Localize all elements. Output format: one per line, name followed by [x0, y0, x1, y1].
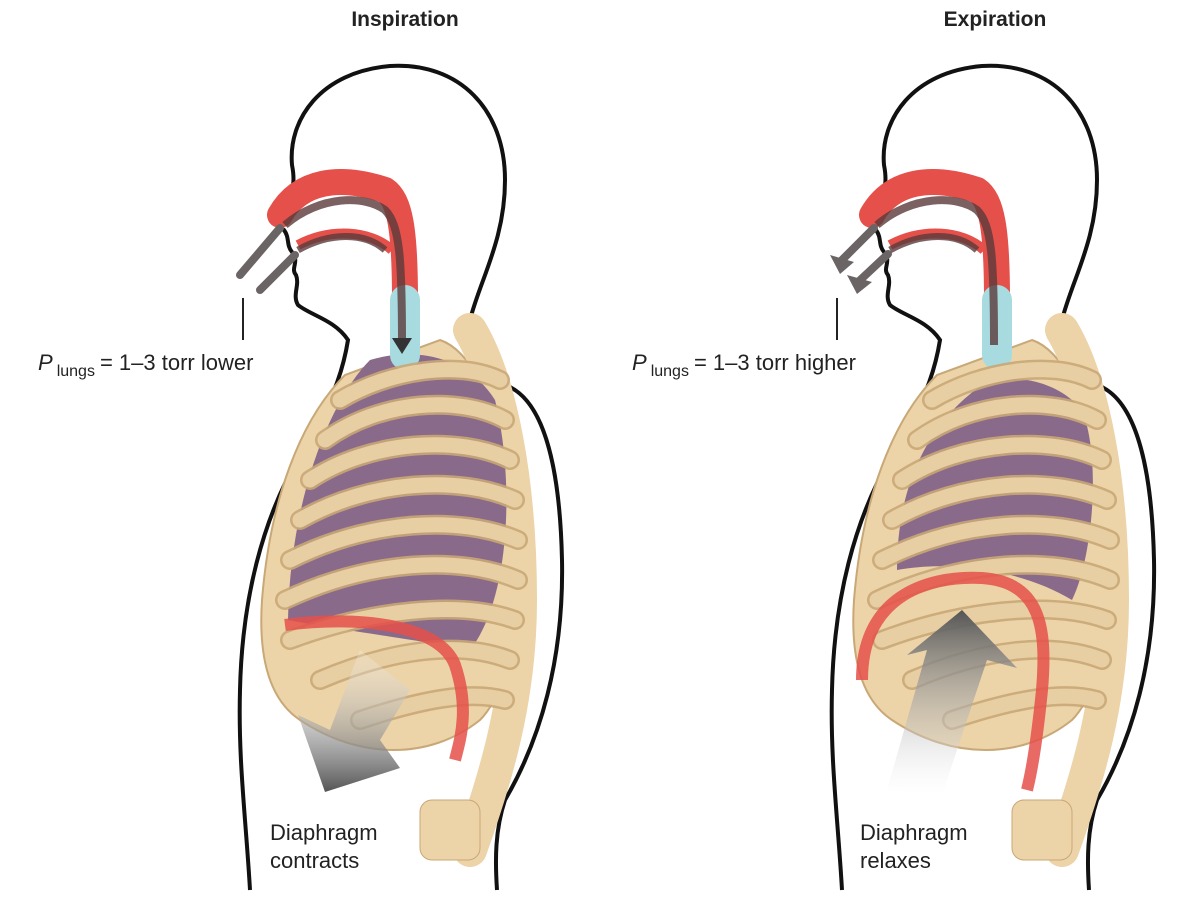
air-outflow-arrows [836, 224, 892, 287]
panel-title: Inspiration [351, 8, 458, 31]
diaphragm-label-line1: Diaphragm [860, 820, 968, 845]
airflow-arrow-in [392, 338, 412, 354]
diaphragm [856, 571, 1050, 792]
diaphragm-down-arrow [298, 650, 410, 792]
panel-title: Expiration [944, 8, 1047, 31]
diaphragm-label-line2: contracts [270, 848, 359, 873]
air-inflow-arrows [236, 224, 299, 294]
diaphragm [284, 615, 469, 762]
diaphragm-up-arrow [887, 610, 1017, 795]
diaphragm-label-line2: relaxes [860, 848, 931, 873]
diaphragm-label-line1: Diaphragm [270, 820, 378, 845]
